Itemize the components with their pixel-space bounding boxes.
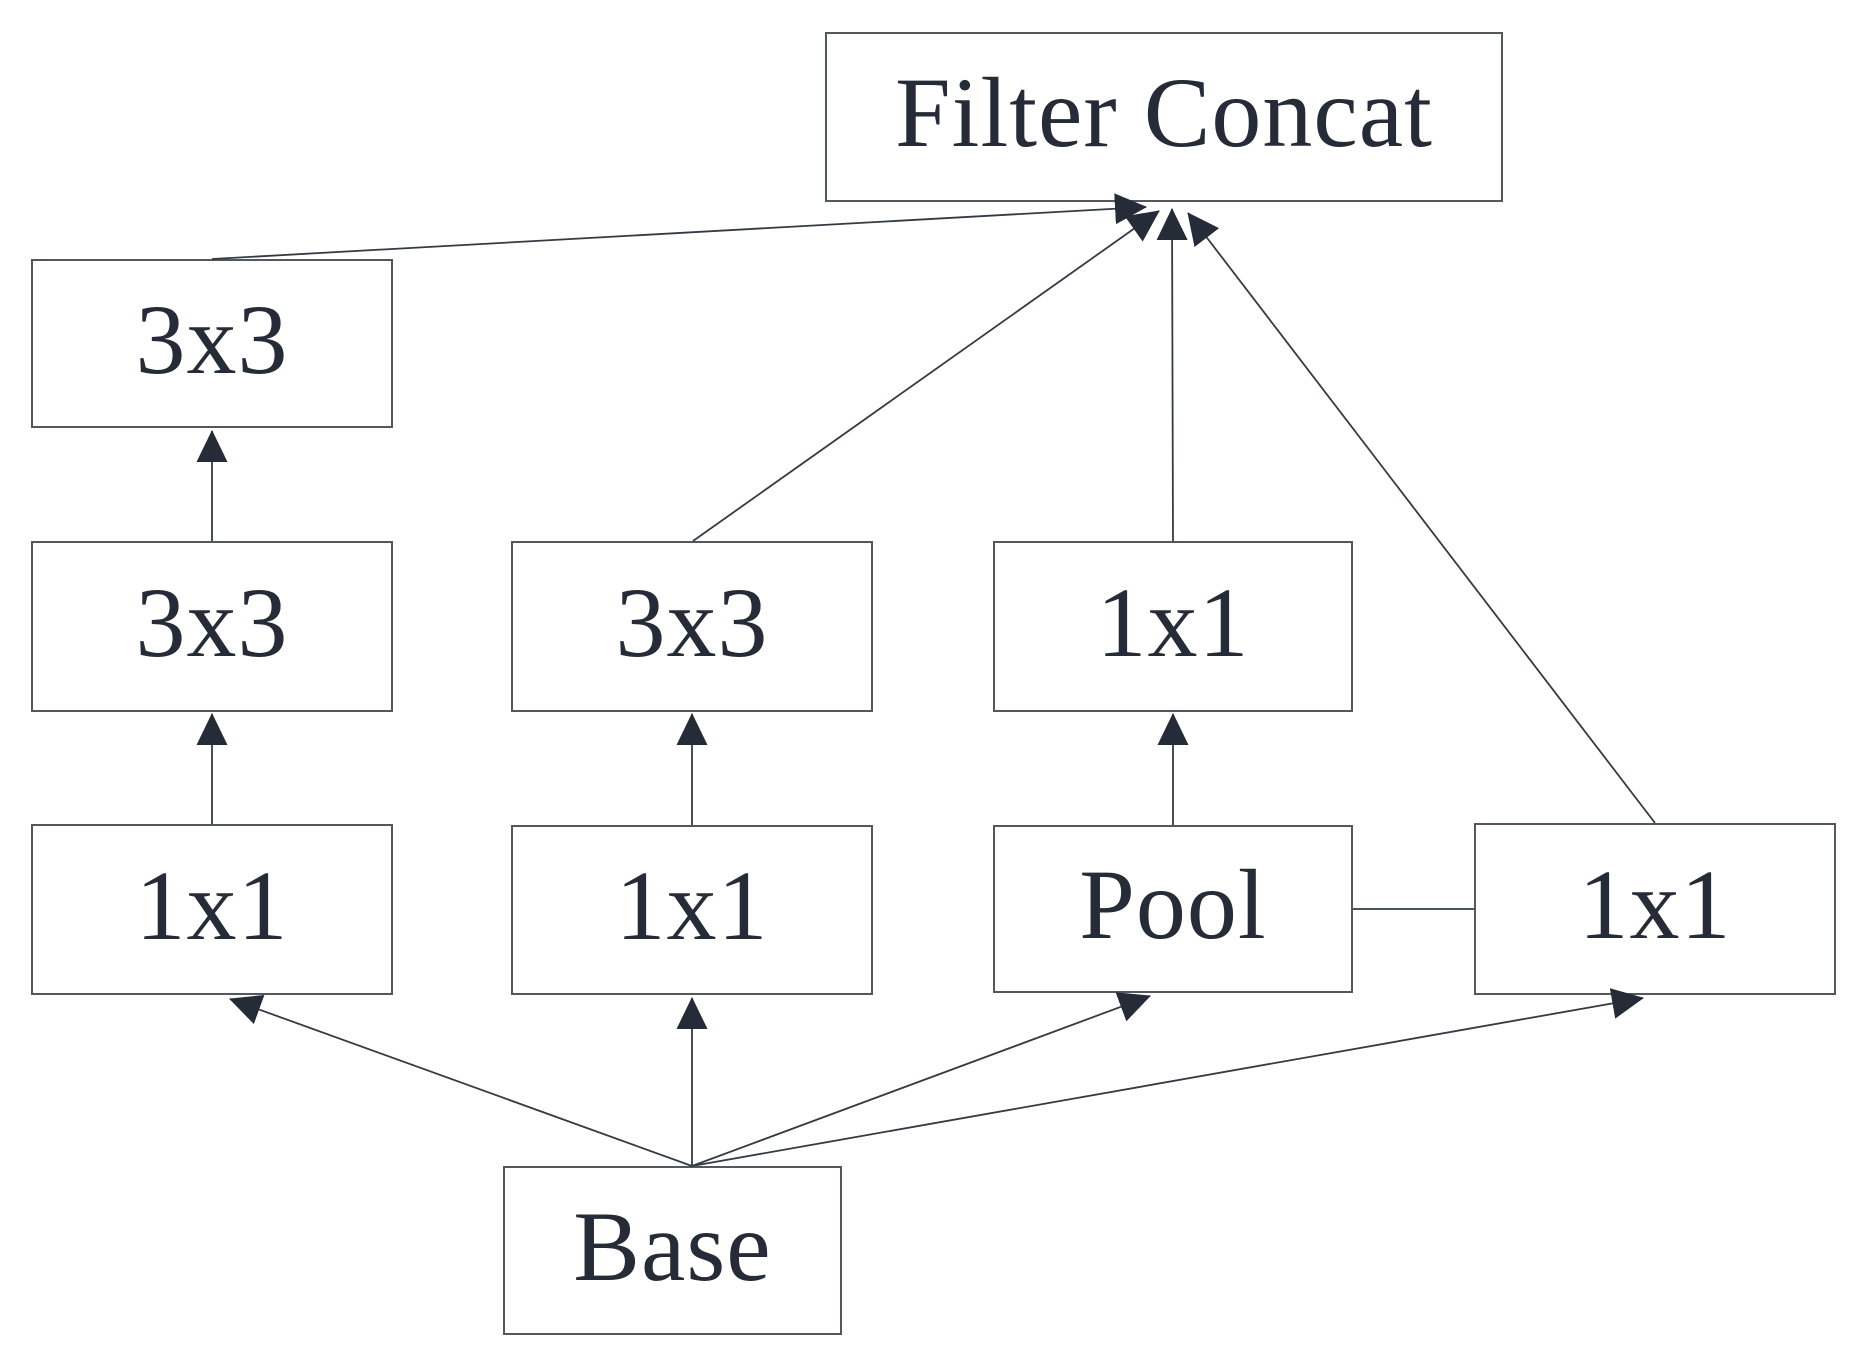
node-conv3x3-branch1-mid: 3x3: [31, 541, 393, 712]
edge-conv3x3-b1-top-to-concat: [211, 193, 1147, 260]
edge-base-to-conv1x1-b4: [691, 988, 1644, 1167]
node-pool-branch3: Pool: [993, 825, 1353, 993]
node-filter-concat: Filter Concat: [825, 32, 1503, 202]
node-base: Base: [503, 1166, 842, 1335]
node-label: 1x1: [1096, 566, 1250, 678]
node-conv1x1-branch1: 1x1: [31, 824, 393, 995]
node-conv3x3-branch2: 3x3: [511, 541, 873, 712]
node-conv1x1-branch2: 1x1: [511, 825, 873, 995]
node-conv1x1-branch4: 1x1: [1474, 823, 1836, 995]
edge-base-to-pool: [691, 992, 1151, 1167]
node-label: Filter Concat: [895, 57, 1433, 168]
edge-base-to-conv1x1-b1: [229, 994, 693, 1167]
edge-conv1x1-b4-to-concat: [1187, 212, 1656, 824]
node-label: Base: [573, 1190, 772, 1302]
edge-conv3x3-b2-to-concat: [692, 210, 1160, 542]
edge-conv1x1-b3-to-concat: [1156, 208, 1188, 542]
node-label: 3x3: [135, 566, 289, 678]
node-label: 3x3: [615, 566, 769, 678]
node-label: 1x1: [1578, 849, 1732, 960]
node-conv1x1-branch3: 1x1: [993, 541, 1353, 712]
node-conv3x3-branch1-top: 3x3: [31, 259, 393, 428]
node-label: 1x1: [135, 849, 289, 961]
node-label: 3x3: [135, 283, 289, 395]
node-label: 1x1: [615, 850, 769, 961]
node-label: Pool: [1079, 849, 1267, 960]
